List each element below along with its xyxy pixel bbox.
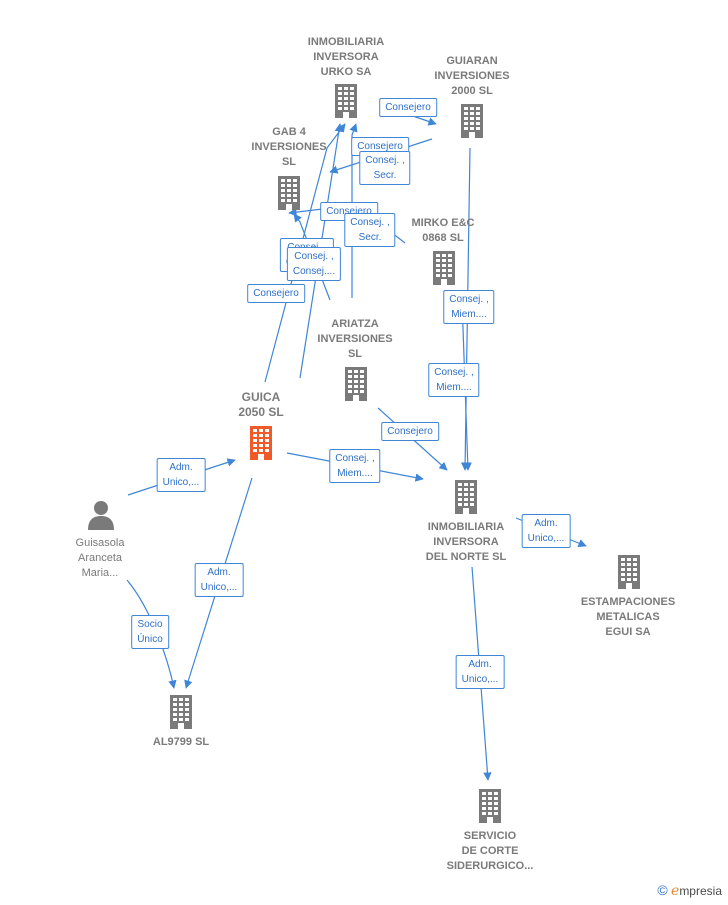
node-label-al9799[interactable]: AL9799 SL: [153, 735, 209, 750]
edge-label-line: Unico,...: [527, 533, 565, 544]
node-label-line: SL: [347, 348, 363, 360]
edge-label-adm-unico[interactable]: Adm. Unico,...: [156, 458, 206, 492]
node-label-line: ARIATZA: [331, 318, 379, 330]
person-icon-guisasola[interactable]: [86, 500, 116, 535]
edge-label-consej-miem[interactable]: Consej. , Miem....: [443, 290, 495, 324]
node-label-estampaciones[interactable]: ESTAMPACIONES METALICAS EGUI SA: [581, 595, 675, 640]
edge-label-line: Único: [137, 634, 163, 645]
node-label-line: INVERSORA: [433, 536, 499, 548]
node-label-line: SIDERURGICO...: [446, 860, 534, 872]
node-label-line: SL: [281, 156, 297, 168]
building-icon-mirko[interactable]: [429, 251, 459, 290]
edge-label-line: Consej. ,: [434, 367, 474, 378]
edge-label-line: Unico,...: [200, 582, 238, 593]
node-label-urko[interactable]: INMOBILIARIA INVERSORA URKO SA: [308, 35, 384, 80]
node-label-mirko[interactable]: MIRKO E&C 0868 SL: [412, 216, 475, 246]
node-label-line: Aranceta: [77, 552, 123, 564]
copyright-icon: ©: [657, 882, 668, 898]
edge-label-consej-miem[interactable]: Consej. , Miem....: [329, 449, 381, 483]
node-label-line: GUICA: [241, 390, 281, 404]
edge-label-line: Miem....: [436, 382, 472, 393]
edge-label-adm-unico[interactable]: Adm. Unico,...: [455, 655, 505, 689]
node-label-line: Guisasola: [75, 537, 125, 549]
node-label-line: AL9799 SL: [152, 736, 210, 748]
node-label-line: INVERSIONES: [251, 141, 327, 153]
edge-label-line: Adm.: [468, 659, 492, 670]
node-label-line: EGUI SA: [605, 626, 651, 638]
node-label-line: URKO SA: [320, 66, 372, 78]
edge-label-adm-unico[interactable]: Adm. Unico,...: [521, 514, 571, 548]
brand-watermark: © empresia: [657, 882, 722, 899]
node-label-inmnorte[interactable]: INMOBILIARIA INVERSORA DEL NORTE SL: [426, 520, 506, 565]
edge-label-line: Secr.: [373, 170, 397, 181]
node-label-line: GAB 4: [272, 126, 306, 138]
edge-label-line: Consejero: [387, 426, 433, 437]
edge-label-line: Consejero: [253, 288, 299, 299]
building-icon-servicio[interactable]: [475, 789, 505, 828]
node-label-line: 2050 SL: [238, 405, 284, 419]
edge-label-line: Adm.: [207, 567, 231, 578]
node-label-line: METALICAS: [596, 611, 660, 623]
edge-label-line: Consej. ,: [365, 155, 405, 166]
brand-logo-letter: e: [671, 883, 680, 899]
node-label-line: MIRKO E&C: [411, 217, 475, 229]
node-label-line: GUIARAN: [446, 55, 498, 67]
node-label-line: 2000 SL: [451, 85, 493, 97]
edge-label-consejero[interactable]: Consejero: [247, 284, 305, 303]
edge-line: [264, 123, 346, 383]
node-label-line: INVERSIONES: [317, 333, 393, 345]
node-label-line: INVERSIONES: [434, 70, 510, 82]
node-label-line: DE CORTE: [461, 845, 519, 857]
edge-label-consej-consej[interactable]: Consej. , Consej....: [286, 247, 342, 281]
node-label-gab4[interactable]: GAB 4 INVERSIONES SL: [251, 125, 326, 170]
edge-label-consej-miem[interactable]: Consej. , Miem....: [428, 363, 480, 397]
building-icon-guica[interactable]: [246, 426, 276, 465]
building-icon-urko[interactable]: [331, 84, 361, 123]
edge-label-line: Miem....: [451, 309, 487, 320]
edge-label-line: Consejero: [326, 206, 372, 217]
node-label-line: DEL NORTE SL: [425, 551, 507, 563]
edge-label-consej-secr[interactable]: Consej. , Secr.: [344, 213, 396, 247]
node-label-line: ESTAMPACIONES: [580, 596, 676, 608]
building-icon-inmnorte[interactable]: [451, 480, 481, 519]
edge-label-line: Consej. ,: [449, 294, 489, 305]
edge-label-line: Unico,...: [162, 477, 200, 488]
edge-label-line: Consej....: [292, 266, 336, 277]
building-icon-ariatza[interactable]: [341, 367, 371, 406]
edge-label-line: Unico,...: [461, 674, 499, 685]
edge-label-consejero[interactable]: Consejero: [381, 422, 439, 441]
edge-label-adm-unico[interactable]: Adm. Unico,...: [194, 563, 244, 597]
node-label-ariatza[interactable]: ARIATZA INVERSIONES SL: [317, 317, 392, 362]
edge-label-line: Consejero: [357, 141, 403, 152]
edge-label-line: Socio: [137, 619, 163, 630]
edge-label-consej-secr[interactable]: Consej. , Secr.: [359, 151, 411, 185]
brand-name: mpresia: [679, 884, 722, 898]
edge-line: [412, 115, 437, 126]
edge-label-line: Adm.: [169, 462, 193, 473]
edge-label-consejero[interactable]: Consejero: [379, 98, 437, 117]
building-icon-guiaran[interactable]: [457, 104, 487, 143]
node-label-line: SERVICIO: [463, 830, 517, 842]
edge-label-line: Miem....: [337, 468, 373, 479]
node-label-guiaran[interactable]: GUIARAN INVERSIONES 2000 SL: [434, 54, 509, 99]
edge-label-line: Consejero: [385, 102, 431, 113]
node-label-servicio[interactable]: SERVICIO DE CORTE SIDERURGICO...: [447, 829, 534, 874]
edge-label-line: Secr.: [358, 232, 382, 243]
edge-label-line: Adm.: [534, 518, 558, 529]
node-label-line: INMOBILIARIA: [427, 521, 505, 533]
edge-label-line: Consej. ,: [350, 217, 390, 228]
edge-label-line: Consej. ,: [294, 251, 334, 262]
node-label-line: INVERSORA: [313, 51, 379, 63]
building-icon-al9799[interactable]: [166, 695, 196, 734]
node-label-line: 0868 SL: [422, 232, 464, 244]
building-icon-estampaciones[interactable]: [614, 555, 644, 594]
node-label-line: INMOBILIARIA: [307, 36, 385, 48]
node-label-line: Maria...: [81, 567, 119, 579]
edge-label-line: Consej. ,: [335, 453, 375, 464]
building-icon-gab4[interactable]: [274, 176, 304, 215]
